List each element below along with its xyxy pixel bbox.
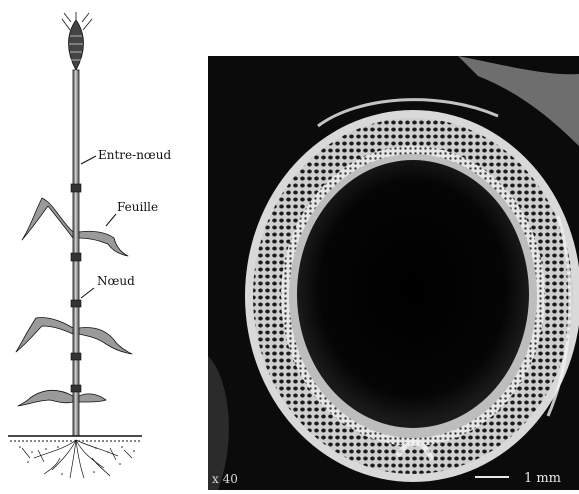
roots xyxy=(22,440,132,478)
stem-cross-section-micrograph: x 40 1 mm xyxy=(208,56,579,490)
label-leaf: Feuille xyxy=(117,200,158,214)
magnification-label: x 40 xyxy=(212,472,238,486)
stem-lumen xyxy=(297,160,529,428)
label-internode: Entre-nœud xyxy=(98,148,171,162)
scale-bar xyxy=(475,476,509,478)
scale-bar-label: 1 mm xyxy=(524,471,561,486)
label-node: Nœud xyxy=(97,274,135,288)
ground-line xyxy=(8,436,142,441)
micrograph-image xyxy=(208,56,579,490)
wheat-plant-illustration xyxy=(0,0,210,490)
wheat-plant-diagram: Entre-nœud Feuille Nœud xyxy=(0,0,210,490)
wheat-ear xyxy=(62,12,92,70)
soil xyxy=(19,446,135,475)
